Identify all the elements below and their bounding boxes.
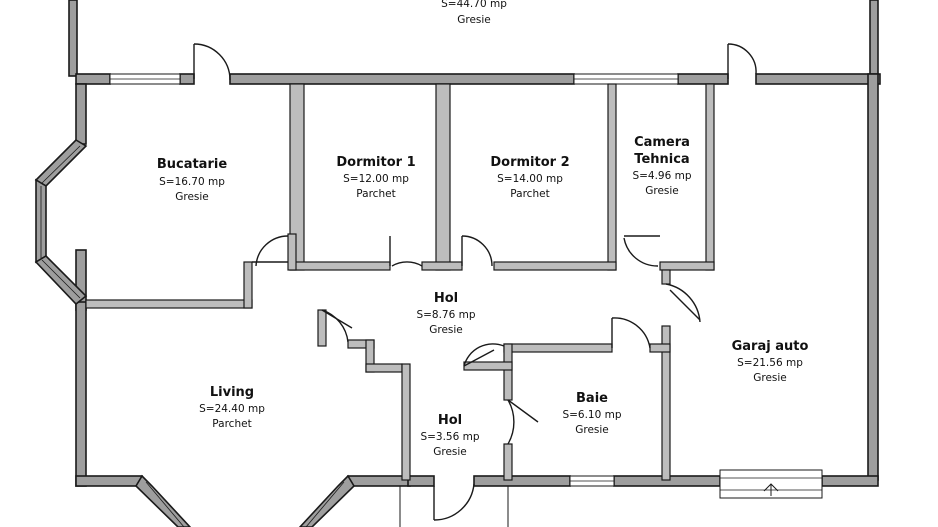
svg-text:S=6.10 mp: S=6.10 mp	[562, 409, 621, 421]
svg-text:Camera: Camera	[634, 135, 690, 150]
svg-text:Gresie: Gresie	[645, 185, 679, 197]
svg-text:Parchet: Parchet	[212, 418, 251, 430]
svg-text:S=14.00 mp: S=14.00 mp	[497, 173, 563, 185]
room-label-dormitor-1: Dormitor 1 S=12.00 mp Parchet	[336, 155, 415, 200]
entrance-steps	[399, 486, 509, 527]
bottom-windows	[569, 475, 615, 487]
svg-text:Gresie: Gresie	[433, 446, 467, 458]
room-labels: S=44.70 mp Gresie Bucatarie S=16.70 mp G…	[157, 0, 809, 458]
svg-text:S=8.76 mp: S=8.76 mp	[416, 309, 475, 321]
svg-text:S=44.70 mp: S=44.70 mp	[441, 0, 507, 10]
top-windows	[109, 73, 679, 85]
svg-text:Baie: Baie	[576, 391, 608, 406]
svg-text:Parchet: Parchet	[510, 188, 549, 200]
svg-text:Bucatarie: Bucatarie	[157, 157, 227, 172]
svg-text:Gresie: Gresie	[429, 324, 463, 336]
garage-door	[719, 469, 823, 499]
svg-text:S=4.96 mp: S=4.96 mp	[632, 170, 691, 182]
room-label-camera-tehnica: Camera Tehnica S=4.96 mp Gresie	[632, 135, 691, 197]
living-bay	[134, 474, 356, 527]
room-label-hol-mare: Hol S=8.76 mp Gresie	[416, 291, 475, 336]
room-label-garaj-auto: Garaj auto S=21.56 mp Gresie	[732, 339, 809, 384]
svg-text:S=24.40 mp: S=24.40 mp	[199, 403, 265, 415]
svg-text:Hol: Hol	[434, 291, 458, 306]
svg-text:S=21.56 mp: S=21.56 mp	[737, 357, 803, 369]
svg-text:Parchet: Parchet	[356, 188, 395, 200]
room-label-living: Living S=24.40 mp Parchet	[199, 385, 265, 430]
svg-text:S=16.70 mp: S=16.70 mp	[159, 176, 225, 188]
terrace-walls	[68, 0, 879, 77]
doors	[193, 43, 757, 521]
svg-text:Hol: Hol	[438, 413, 462, 428]
svg-text:S=12.00 mp: S=12.00 mp	[343, 173, 409, 185]
room-label-terasa: S=44.70 mp Gresie	[441, 0, 507, 26]
svg-text:Garaj auto: Garaj auto	[732, 339, 809, 354]
svg-text:Gresie: Gresie	[753, 372, 787, 384]
svg-text:Tehnica: Tehnica	[634, 152, 689, 167]
room-label-baie: Baie S=6.10 mp Gresie	[562, 391, 621, 436]
svg-text:Dormitor 1: Dormitor 1	[336, 155, 415, 170]
room-label-dormitor-2: Dormitor 2 S=14.00 mp Parchet	[490, 155, 569, 200]
room-label-bucatarie: Bucatarie S=16.70 mp Gresie	[157, 157, 227, 203]
svg-text:Gresie: Gresie	[457, 14, 491, 26]
exterior-walls	[75, 73, 881, 487]
svg-text:Gresie: Gresie	[175, 191, 209, 203]
room-label-hol-mic: Hol S=3.56 mp Gresie	[420, 413, 479, 458]
svg-text:Gresie: Gresie	[575, 424, 609, 436]
svg-text:S=3.56 mp: S=3.56 mp	[420, 431, 479, 443]
svg-text:Living: Living	[210, 385, 254, 400]
svg-text:Dormitor 2: Dormitor 2	[490, 155, 569, 170]
interior-walls	[85, 83, 715, 481]
bay-window	[34, 138, 88, 306]
